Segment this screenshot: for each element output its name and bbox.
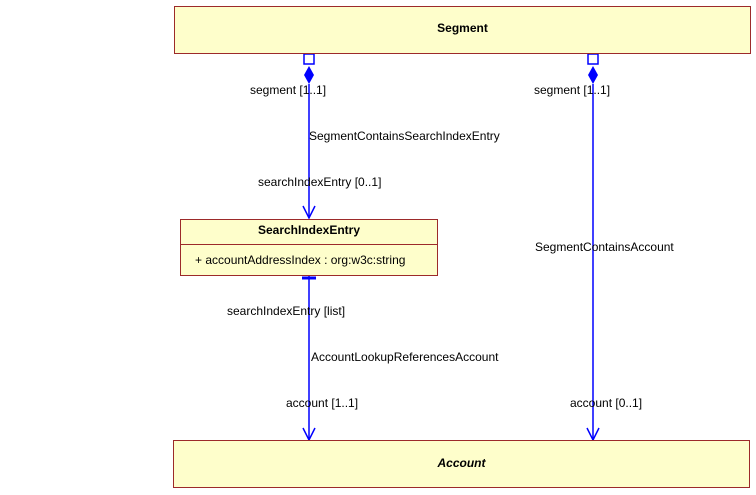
arrowhead [302, 205, 316, 220]
class-segment[interactable]: Segment [174, 6, 751, 54]
segment-contains-search-index-entry-connector[interactable] [302, 53, 316, 220]
class-search-index-entry[interactable]: SearchIndexEntry + accountAddressIndex :… [180, 219, 438, 276]
association-name-segment-contains-account: SegmentContainsAccount [535, 240, 674, 254]
segment-port-left [303, 53, 315, 65]
attribute-separator [181, 244, 437, 245]
class-account-name: Account [437, 456, 486, 470]
composition-diamond-right [588, 66, 598, 84]
role-label-search-index-entry: searchIndexEntry [0..1] [258, 175, 382, 189]
role-label-segment-left: segment [1..1] [250, 83, 327, 97]
role-label-account-left: account [1..1] [286, 396, 359, 410]
class-account[interactable]: Account [173, 440, 750, 488]
class-segment-name: Segment [437, 21, 488, 35]
association-name-account-lookup-references-account: AccountLookupReferencesAccount [311, 350, 499, 364]
role-label-account-right: account [0..1] [570, 396, 643, 410]
class-search-index-entry-name: SearchIndexEntry [257, 223, 361, 237]
composition-diamond-left [304, 66, 314, 84]
role-label-segment-right: segment [1..1] [534, 83, 611, 97]
attribute-account-address-index: + accountAddressIndex : org:w3c:string [195, 253, 406, 267]
segment-port-right [587, 53, 599, 65]
association-name-segment-contains-search-index-entry: SegmentContainsSearchIndexEntry [309, 129, 500, 143]
role-label-search-index-entry-list: searchIndexEntry [list] [227, 304, 346, 318]
